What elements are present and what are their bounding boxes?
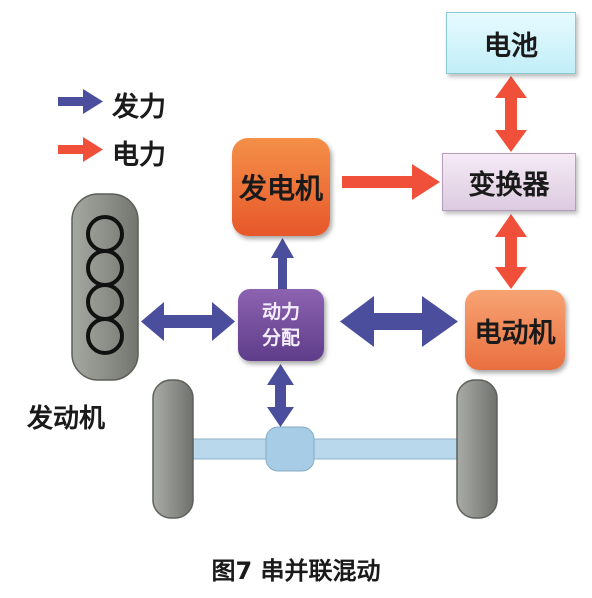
battery-label: 电池 xyxy=(484,30,538,62)
converter-box: 变换器 xyxy=(442,153,576,211)
drivetrain-axle xyxy=(187,426,469,472)
motor-box: 电动机 xyxy=(465,290,565,370)
battery-box: 电池 xyxy=(446,12,576,74)
right-wheel xyxy=(456,379,498,519)
arrow-battery-converter xyxy=(495,76,527,152)
arrow-split-motor xyxy=(340,296,458,347)
legend-electric-arrow xyxy=(58,137,103,162)
arrow-split-axle xyxy=(267,364,294,427)
arrow-converter-motor xyxy=(495,214,527,289)
legend-electric-label: 电力 xyxy=(112,140,166,171)
generator-box: 发电机 xyxy=(232,138,330,236)
left-wheel xyxy=(152,379,194,519)
legend-mechanical-arrow xyxy=(58,89,103,114)
motor-label: 电动机 xyxy=(474,317,556,349)
legend-mechanical-label: 发力 xyxy=(112,92,166,123)
arrow-generator-to-converter xyxy=(342,164,440,200)
cylinder-4 xyxy=(86,317,124,355)
engine-block xyxy=(71,193,139,381)
arrow-split-to-generator xyxy=(271,238,294,289)
power-split-box: 动力 分配 xyxy=(238,289,324,361)
generator-label: 发电机 xyxy=(238,172,323,205)
differential xyxy=(265,426,315,472)
converter-label: 变换器 xyxy=(468,169,550,201)
arrow-engine-split xyxy=(141,302,235,341)
power-split-label-2: 分配 xyxy=(261,327,300,349)
engine-label: 发动机 xyxy=(27,404,106,434)
power-split-label-1: 动力 xyxy=(261,301,300,323)
figure-caption: 图7 串并联混动 xyxy=(211,557,381,585)
